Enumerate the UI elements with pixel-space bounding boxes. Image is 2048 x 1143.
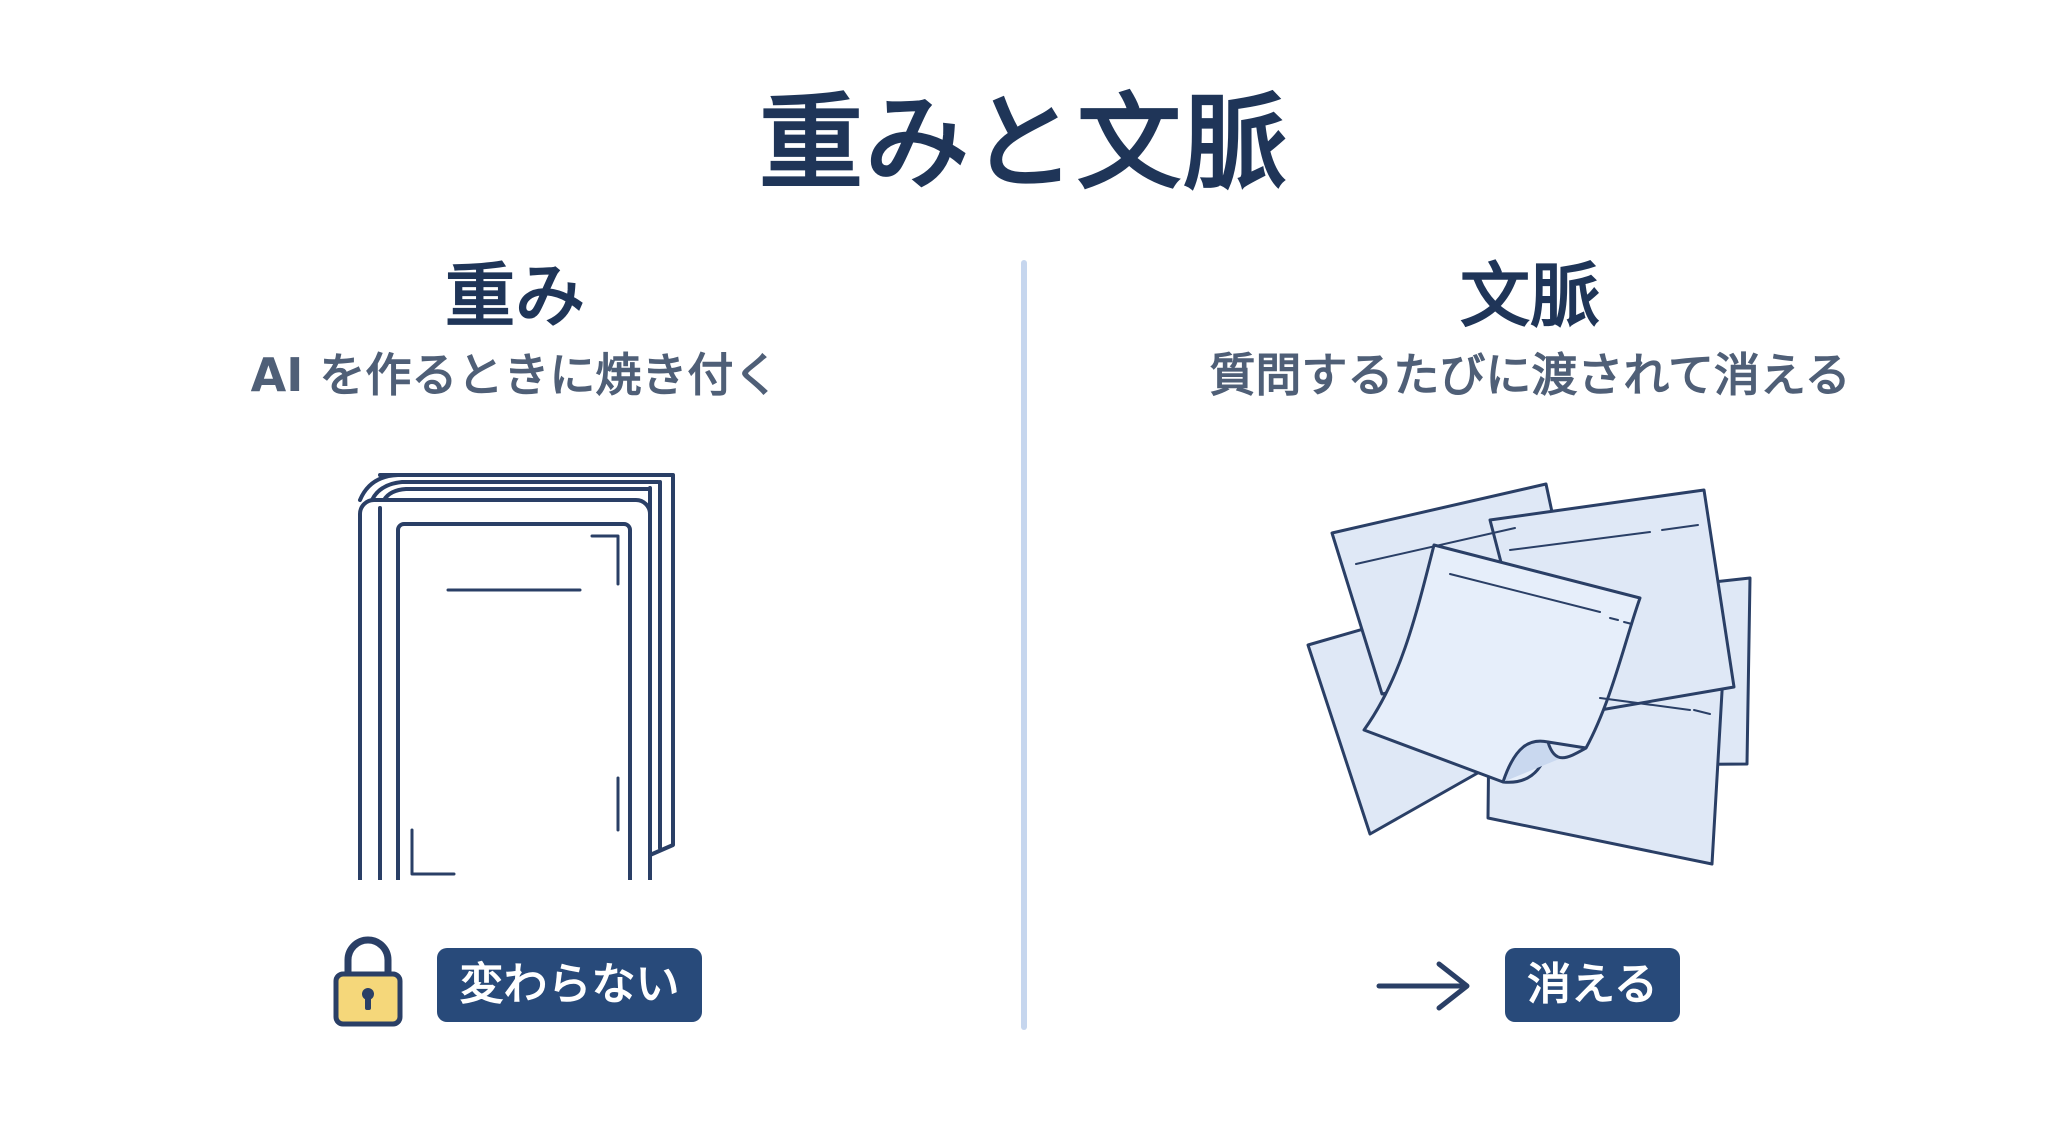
papers-illustration <box>1306 482 1752 866</box>
lock-icon <box>333 936 403 1027</box>
weights-badge: 変わらない <box>437 948 702 1022</box>
context-subtitle: 質問するたびに渡されて消える <box>1209 348 1851 402</box>
context-badge: 消える <box>1505 948 1680 1022</box>
page-title: 重みと文脈 <box>758 82 1289 204</box>
column-divider <box>1021 260 1027 1030</box>
arrow-right-icon <box>1376 961 1470 1011</box>
weights-heading: 重み <box>445 255 585 337</box>
weights-subtitle: AI を作るときに焼き付く <box>250 348 780 402</box>
book-illustration <box>358 473 675 880</box>
context-heading: 文脈 <box>1460 255 1600 337</box>
